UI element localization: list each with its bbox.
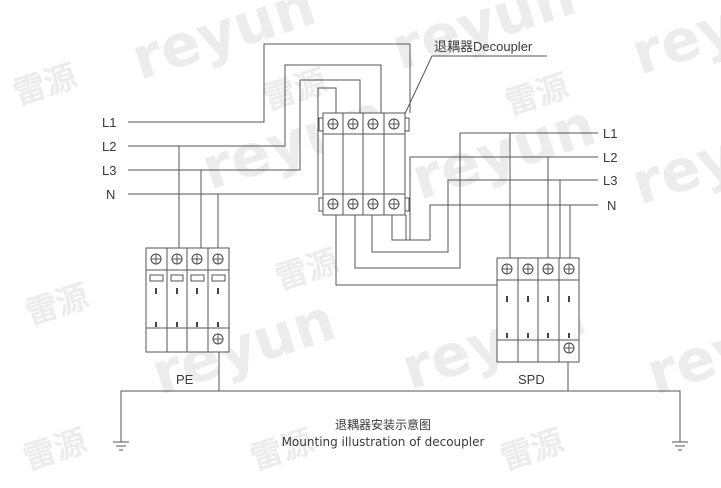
- wire-dec-out-2: [354, 132, 598, 269]
- watermark-brand: reyun: [623, 95, 721, 218]
- watermark-brand-cn: 雷源: [246, 422, 319, 478]
- terminal-screw-icon: [327, 198, 339, 210]
- wire-left-l2: [128, 64, 382, 147]
- terminal-screw-icon: [191, 253, 203, 265]
- terminal-screw-icon: [522, 263, 534, 275]
- left-line-label-l1: L1: [102, 115, 116, 130]
- terminal-screw-icon: [327, 118, 339, 130]
- terminal-screw-icon: [347, 118, 359, 130]
- watermark-brand-cn: 雷源: [496, 422, 569, 478]
- terminal-screw-icon: [388, 198, 400, 210]
- ground-icon: [113, 441, 129, 451]
- caption-en: Mounting illustration of decoupler: [282, 435, 485, 449]
- wire-left-l1: [128, 43, 411, 123]
- terminal-screw-icon: [212, 333, 224, 345]
- watermark-brand-cn: 雷源: [19, 422, 92, 478]
- terminal-screw-icon: [501, 263, 513, 275]
- decoupler-module: [318, 112, 410, 216]
- caption-cn: 退耦器安装示意图: [335, 417, 431, 432]
- right-line-label-l2: L2: [603, 150, 617, 165]
- watermark-layer: reyun reyun reyun reyun reyun reyun reyu…: [9, 0, 721, 478]
- wire-dec-out-3: [371, 179, 598, 253]
- watermark-brand-cn: 雷源: [271, 242, 344, 298]
- terminal-screw-icon: [171, 253, 183, 265]
- left-line-label-n: N: [106, 187, 115, 202]
- wire-dec-out-5: [405, 204, 598, 241]
- watermark-brand-cn: 雷源: [21, 277, 94, 333]
- right-line-label-l1: L1: [603, 126, 617, 141]
- terminal-screw-icon: [563, 342, 575, 354]
- terminal-screw-icon: [212, 253, 224, 265]
- spd-module: [496, 257, 580, 363]
- watermark-brand: reyun: [403, 90, 603, 213]
- right-line-label-n: N: [607, 198, 616, 213]
- terminal-screw-icon: [563, 263, 575, 275]
- ground-icon: [672, 441, 688, 451]
- terminal-screw-icon: [367, 118, 379, 130]
- pe-module: [145, 247, 230, 353]
- wire-left-l3: [128, 79, 361, 171]
- spd-label: SPD: [518, 372, 545, 387]
- wire-left-n: [128, 87, 337, 195]
- terminal-screw-icon: [367, 198, 379, 210]
- pe-label: PE: [176, 372, 194, 387]
- terminal-screw-icon: [542, 263, 554, 275]
- watermark-brand: reyun: [623, 0, 721, 88]
- left-line-label-l3: L3: [102, 163, 116, 178]
- terminal-screw-icon: [388, 118, 400, 130]
- watermark-brand-cn: 雷源: [9, 57, 82, 113]
- terminal-screw-icon: [347, 198, 359, 210]
- watermark-brand: reyun: [638, 285, 721, 408]
- ground-bus: [120, 390, 681, 442]
- terminal-screw-icon: [150, 253, 162, 265]
- right-line-label-l3: L3: [603, 173, 617, 188]
- decoupler-label: 退耦器Decoupler: [434, 39, 533, 54]
- left-line-label-l2: L2: [102, 139, 116, 154]
